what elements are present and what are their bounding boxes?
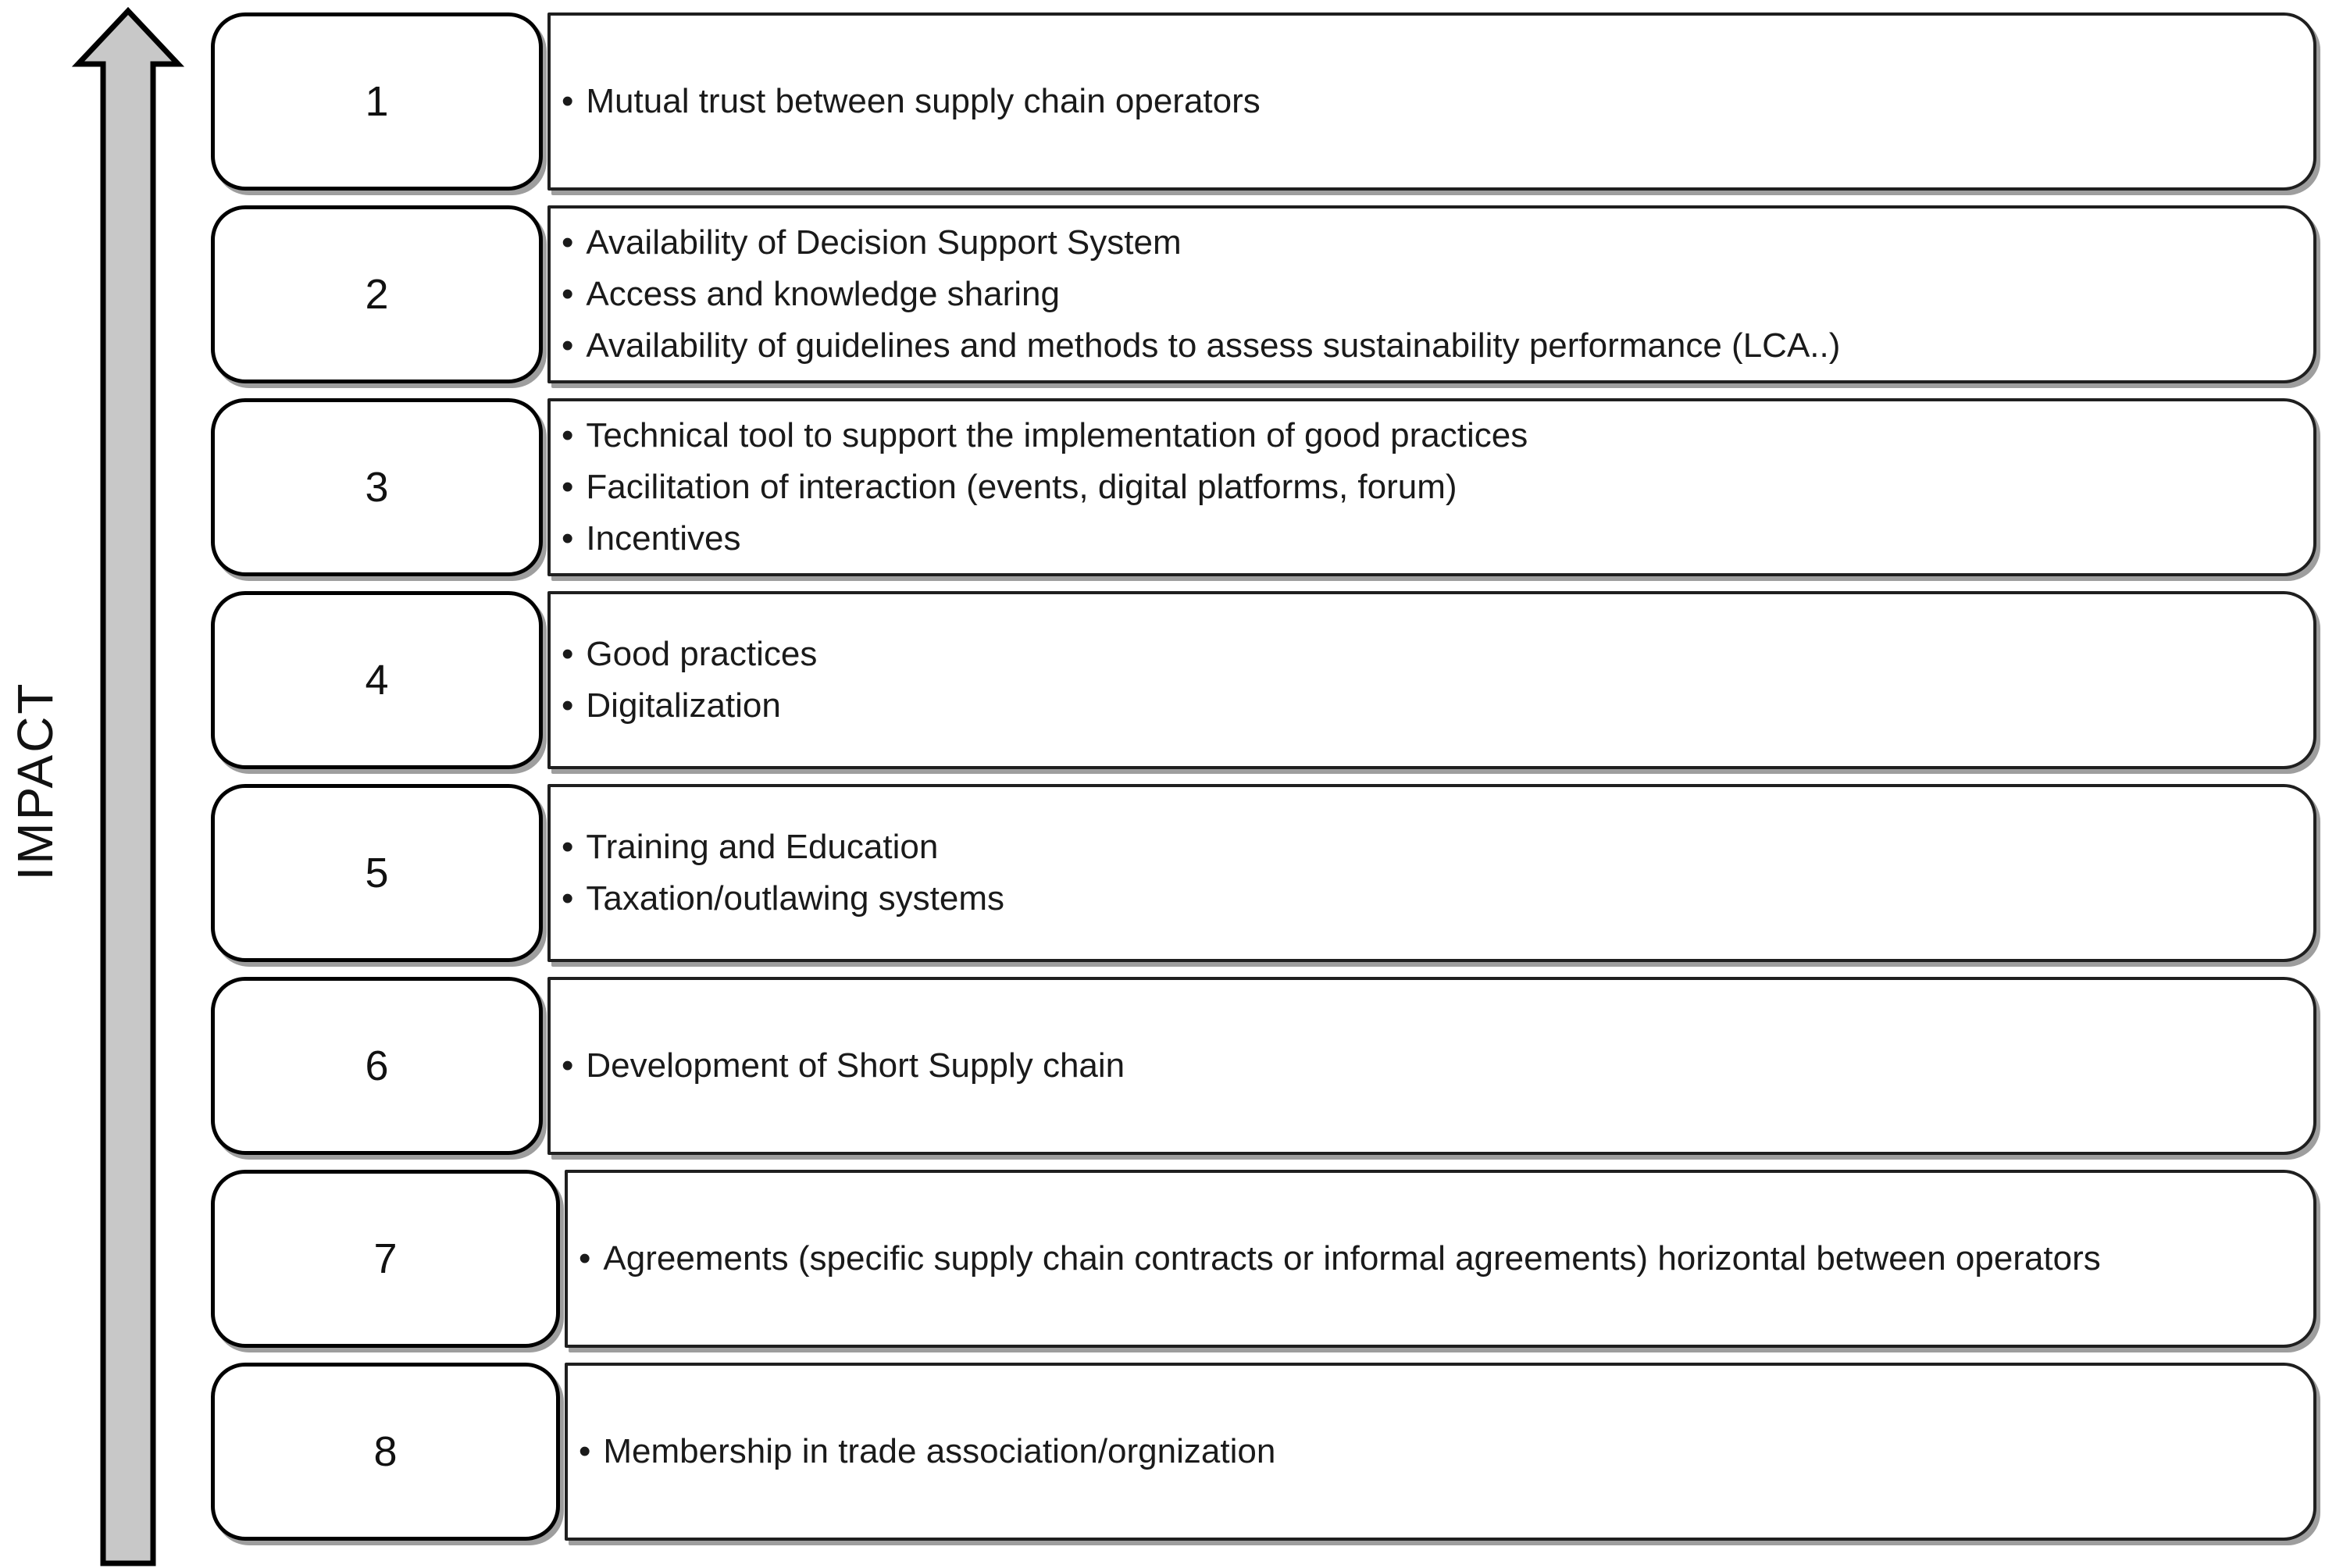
bullet-line: • Agreements (specific supply chain contr… [579,1233,2290,1285]
step-number: 1 [365,78,389,125]
bullet-line: • Digitalization [562,680,2290,732]
step-number-box: 7 [211,1170,560,1348]
bullet-text: Access and knowledge sharing [586,275,1060,313]
bullet-line: • Incentives [562,513,2290,565]
step-number-box: 3 [211,398,543,576]
step-number-box: 1 [211,12,543,191]
bullet-icon: • [579,1432,591,1470]
bullet-icon: • [562,519,574,558]
step-number: 8 [373,1428,398,1475]
bullet-line: • Technical tool to support the implement… [562,410,2290,461]
bullet-line: • Development of Short Supply chain [562,1040,2290,1092]
step-number: 4 [365,657,389,704]
bullet-icon: • [579,1239,591,1278]
bullet-text: Mutual trust between supply chain operat… [586,82,1261,120]
diagram-row: 8 • Membership in trade association/orgni… [211,1363,2316,1541]
bullet-text: Agreements (specific supply chain contra… [603,1239,2101,1278]
bullet-icon: • [562,686,574,725]
bullet-text: Incentives [586,519,741,558]
diagram-row: 3 • Technical tool to support the impleme… [211,398,2316,576]
bullet-icon: • [562,223,574,262]
diagram-row: 6 • Development of Short Supply chain [211,977,2316,1155]
bullet-icon: • [562,828,574,866]
impact-axis-label: IMPACT [7,681,63,881]
step-number: 5 [365,850,389,896]
bullet-text: Technical tool to support the implementa… [586,416,1528,454]
step-content-box: • Membership in trade association/orgniza… [565,1363,2316,1541]
bullet-line: • Taxation/outlawing systems [562,873,2290,925]
step-content-box: • Training and Education • Taxation/outlawi… [547,784,2316,962]
rows: 1 • Mutual trust between supply chain ope… [211,12,2316,1541]
bullet-icon: • [562,416,574,454]
bullet-icon: • [562,635,574,673]
step-content-box: • Mutual trust between supply chain opera… [547,12,2316,191]
bullet-line: • Facilitation of interaction (events, di… [562,461,2290,513]
bullet-line: • Availability of guidelines and methods … [562,320,2290,372]
bullet-text: Facilitation of interaction (events, dig… [586,468,1457,506]
bullet-line: • Good practices [562,629,2290,680]
bullet-line: • Mutual trust between supply chain opera… [562,76,2290,127]
step-number-box: 6 [211,977,543,1155]
bullet-icon: • [562,468,574,506]
diagram-row: 2 • Availability of Decision Support Syst… [211,205,2316,383]
step-number: 6 [365,1042,389,1089]
impact-arrow-icon [71,6,185,1566]
step-content-box: • Development of Short Supply chain [547,977,2316,1155]
bullet-text: Digitalization [586,686,781,725]
bullet-line: • Access and knowledge sharing [562,269,2290,320]
bullet-icon: • [562,326,574,365]
diagram-row: 5 • Training and Education • Taxation/outla… [211,784,2316,962]
diagram-row: 1 • Mutual trust between supply chain ope… [211,12,2316,191]
step-number-box: 2 [211,205,543,383]
bullet-icon: • [562,879,574,918]
step-number: 7 [373,1235,398,1282]
step-number-box: 4 [211,591,543,769]
bullet-text: Availability of Decision Support System [586,223,1182,262]
bullet-text: Development of Short Supply chain [586,1046,1125,1085]
bullet-icon: • [562,275,574,313]
step-content-box: • Technical tool to support the implement… [547,398,2316,576]
bullet-text: Good practices [586,635,818,673]
step-content-box: • Good practices • Digitalization [547,591,2316,769]
bullet-line: • Training and Education [562,821,2290,873]
bullet-line: • Membership in trade association/orgniza… [579,1426,2290,1477]
bullet-icon: • [562,82,574,120]
bullet-line: • Availability of Decision Support System [562,217,2290,269]
bullet-text: Membership in trade association/orgnizat… [603,1432,1276,1470]
bullet-text: Availability of guidelines and methods t… [586,326,1841,365]
bullet-text: Taxation/outlawing systems [586,879,1004,918]
step-content-box: • Agreements (specific supply chain contr… [565,1170,2316,1348]
step-number-box: 5 [211,784,543,962]
step-number-box: 8 [211,1363,560,1541]
step-number: 2 [365,271,389,318]
bullet-text: Training and Education [586,828,939,866]
diagram-row: 7 • Agreements (specific supply chain con… [211,1170,2316,1348]
bullet-icon: • [562,1046,574,1085]
step-content-box: • Availability of Decision Support System… [547,205,2316,383]
diagram-row: 4 • Good practices • Digitalization [211,591,2316,769]
step-number: 3 [365,464,389,511]
